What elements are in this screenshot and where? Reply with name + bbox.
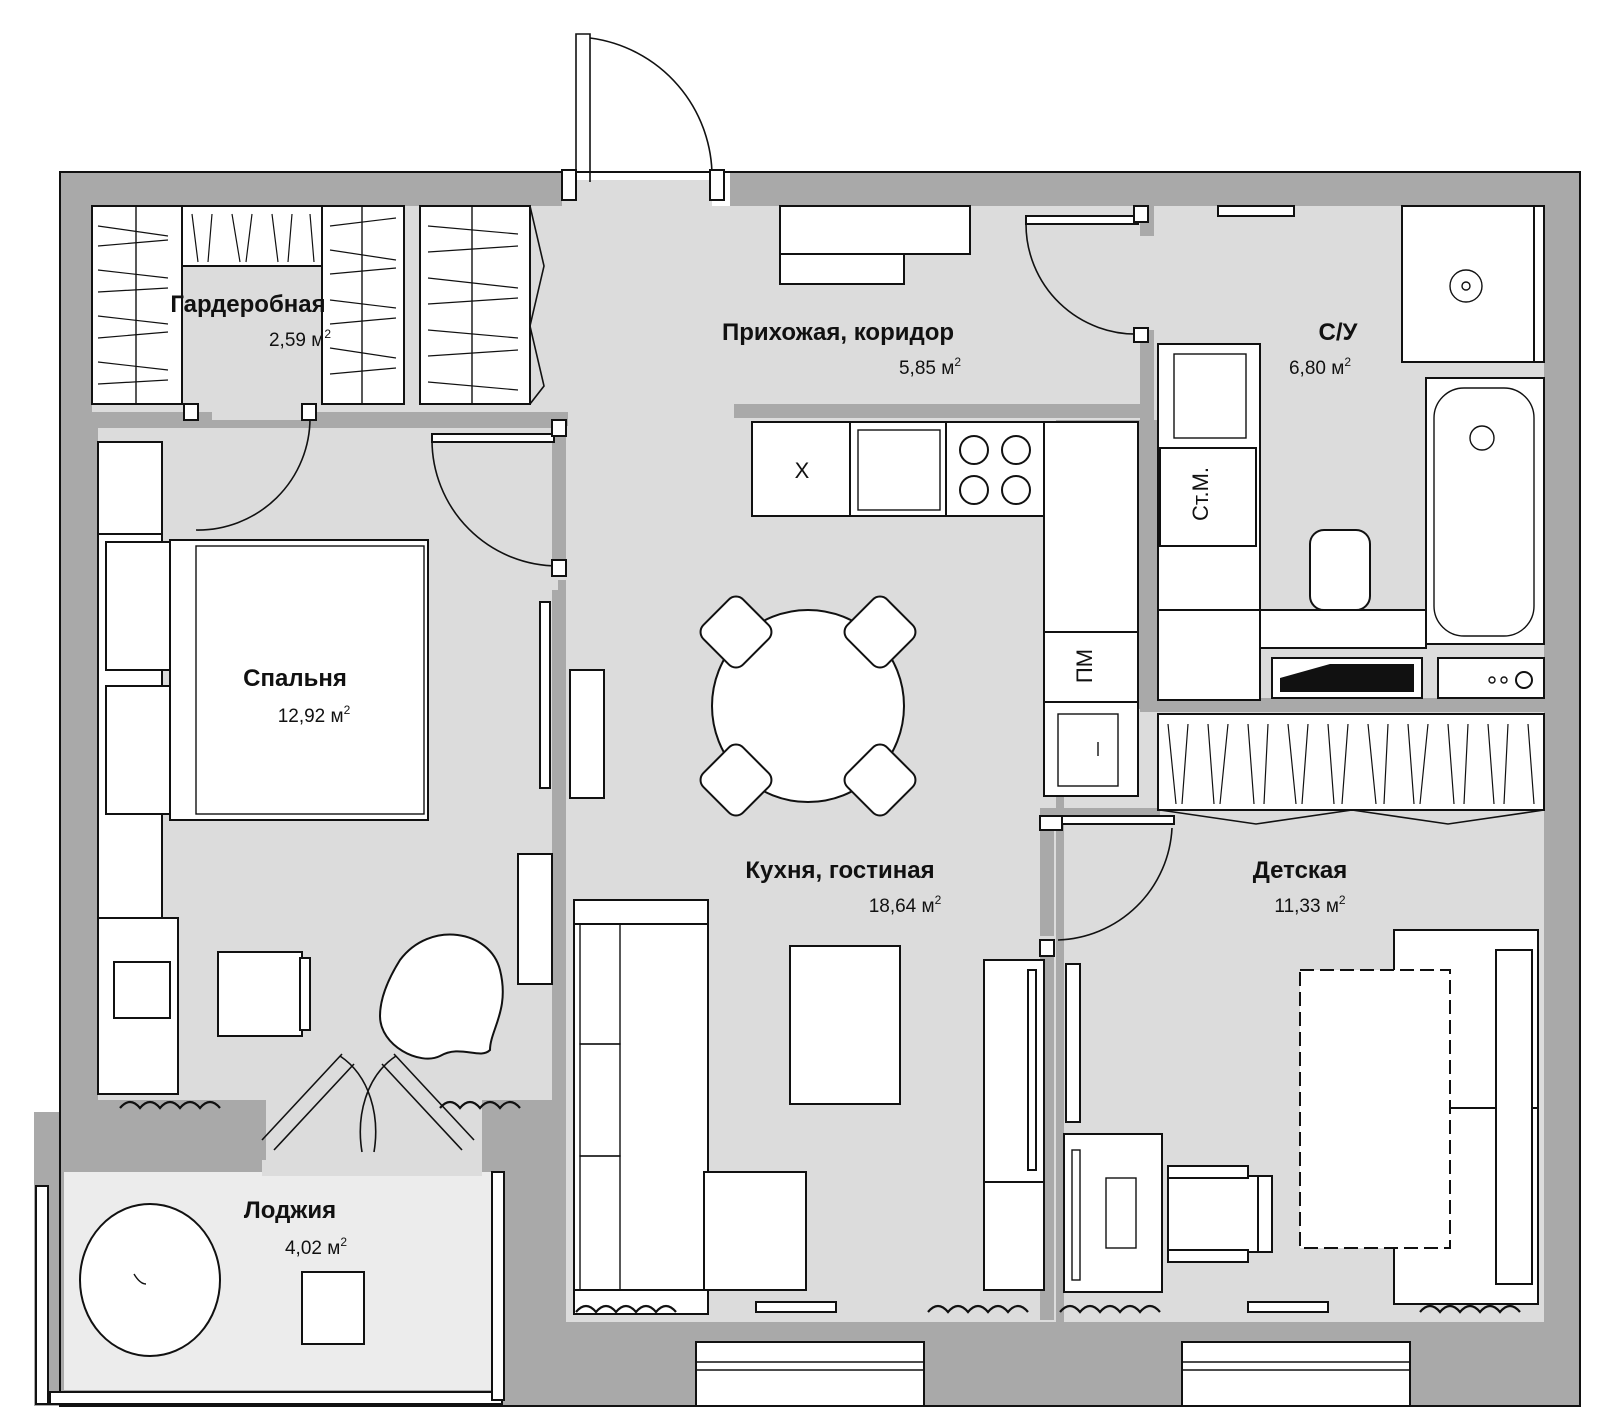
kitchen-furniture — [573, 421, 1175, 1315]
room-name-kids: Детская — [1253, 857, 1348, 884]
hallway-furniture — [183, 33, 1295, 577]
room-name-loggia: Лоджия — [244, 1197, 336, 1224]
mark-sink-cabinet: X — [795, 458, 810, 483]
mark-washing-machine: Ст.М. — [1188, 467, 1213, 521]
room-name-wardrobe: Гардеробная — [170, 291, 325, 318]
room-area-bedroom: 12,92 м2 — [278, 703, 351, 727]
bedroom-furniture — [97, 441, 605, 1153]
room-area-wardrobe: 2,59 м2 — [269, 327, 331, 351]
room-area-hallway: 5,85 м2 — [899, 355, 961, 379]
bathroom-furniture — [1157, 205, 1545, 701]
room-name-kitchen-living: Кухня, гостиная — [745, 857, 934, 884]
kids-furniture — [1063, 713, 1545, 1305]
windows — [119, 1100, 1521, 1407]
wardrobe-furniture — [91, 205, 545, 405]
room-area-loggia: 4,02 м2 — [285, 1235, 347, 1259]
room-name-bathroom: С/У — [1319, 319, 1359, 346]
room-area-bathroom: 6,80 м2 — [1289, 355, 1351, 379]
mark-dishwasher: ПМ — [1072, 649, 1097, 683]
loggia-furniture — [35, 1171, 505, 1405]
room-name-bedroom: Спальня — [243, 665, 347, 692]
room-area-kitchen-living: 18,64 м2 — [869, 893, 942, 917]
room-area-kids: 11,33 м2 — [1274, 893, 1345, 917]
room-labels: Гардеробная 2,59 м2 Прихожая, коридор 5,… — [170, 291, 1358, 1259]
room-name-hallway: Прихожая, коридор — [722, 319, 954, 346]
